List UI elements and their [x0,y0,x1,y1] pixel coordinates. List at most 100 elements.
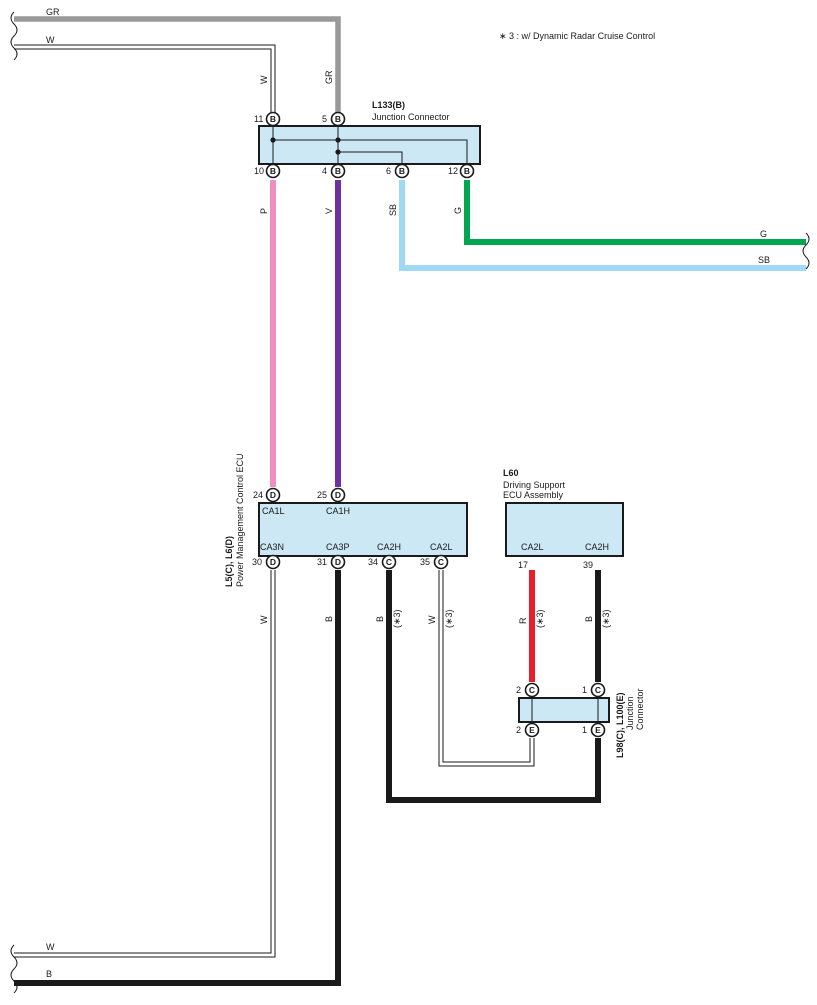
pin-num-l60-39: 39 [583,560,593,570]
note-ca2l: (∗3) [444,609,454,628]
pin-pm-24: D [265,487,281,503]
svg-text:D: D [335,557,341,567]
component-name-l60-line2: ECU Assembly [503,490,564,500]
wire-gr-top [14,16,341,113]
component-code-l98: L98(C), L100(E) [615,692,625,758]
wire-w-bottom [14,570,276,958]
pin-l98-c2: C [524,682,540,698]
svg-text:B: B [270,114,276,124]
component-name-l98-line1: Junction [625,696,635,730]
pin-l98-c1: C [590,682,606,698]
svg-text:B: B [335,166,341,176]
pin-l133-5: B [330,111,346,127]
component-name-l133: Junction Connector [372,112,450,122]
signal-ca3p: CA3P [326,542,350,552]
pin-pm-25: D [330,487,346,503]
pin-num-l98-c2: 2 [516,685,521,695]
power-management-ecu-box [258,502,468,557]
pin-num-l133-5: 5 [322,114,327,124]
pin-num-l133-12: 12 [448,166,458,176]
pin-num-pm-30: 30 [252,557,262,567]
signal-ca2h-pm: CA2H [377,542,401,552]
wire-label-w-top: W [46,35,55,45]
wire-label-g: G [453,207,463,214]
wire-b-ca2h [386,570,601,803]
svg-text:C: C [386,557,392,567]
svg-text:D: D [270,490,276,500]
break-mark-bottom-left [10,944,18,994]
break-mark-top-left [10,11,18,61]
pin-l100-e2: E [524,722,540,738]
wire-label-p: P [259,208,269,214]
pin-pm-31: D [330,554,346,570]
pin-num-pm-25: 25 [317,490,327,500]
pin-num-l133-6: 6 [386,166,391,176]
component-name-pm-ecu: Power Management Control ECU [235,453,245,587]
pin-l133-6: B [394,163,410,179]
wire-b-bottom [14,570,341,986]
break-mark-right [802,232,810,270]
junction-connector-l98 [518,697,610,723]
wire-label-b-ca3p: B [324,616,334,622]
signal-ca1h: CA1H [326,506,350,516]
pin-pm-34: C [381,554,397,570]
svg-text:D: D [270,557,276,567]
note-r: (∗3) [535,609,545,628]
wire-label-r: R [518,617,528,624]
pin-num-pm-35: 35 [420,557,430,567]
wire-label-w-ca3n: W [259,615,269,624]
pin-l133-10: B [265,163,281,179]
svg-text:B: B [270,166,276,176]
wire-label-w-vert: W [259,75,269,84]
component-code-l133: L133(B) [372,100,405,110]
pin-num-pm-34: 34 [368,557,378,567]
wire-label-b-bottom: B [46,969,52,979]
pin-num-l100-e1: 1 [582,725,587,735]
wire-sb [399,180,806,271]
pin-num-l98-c1: 1 [582,685,587,695]
component-code-pm-ecu: L5(C), L6(D) [224,536,234,587]
pin-num-l133-4: 4 [322,166,327,176]
wire-label-sb: SB [388,204,398,216]
pin-num-l133-11: 11 [254,114,263,124]
wire-label-w-bottom: W [46,942,55,952]
wire-w-top [14,44,276,113]
signal-ca1l: CA1L [262,506,285,516]
wire-label-g-right: G [760,229,767,239]
svg-text:E: E [529,725,535,735]
wire-label-gr-top: GR [46,7,60,17]
svg-text:B: B [335,114,341,124]
pin-pm-30: D [265,554,281,570]
svg-text:E: E [595,725,601,735]
wire-label-gr-vert: GR [324,70,334,84]
signal-ca2l-l60: CA2L [521,542,544,552]
component-code-l60: L60 [503,468,519,478]
component-name-l98-line2: Connector [635,688,645,730]
pin-pm-35: C [433,554,449,570]
pin-l133-12: B [459,163,475,179]
note-b-l60: (∗3) [601,609,611,628]
svg-text:C: C [529,685,535,695]
driving-support-ecu-box [505,502,624,557]
wire-label-b-ca2h: B [375,616,385,622]
svg-text:B: B [399,166,405,176]
svg-text:D: D [335,490,341,500]
pin-num-pm-24: 24 [253,490,263,500]
wire-label-b-l60: B [584,616,594,622]
pin-l133-11: B [265,111,281,127]
footnote: ∗ 3 : w/ Dynamic Radar Cruise Control [499,31,655,41]
wire-label-sb-right: SB [758,255,770,265]
wire-label-w-ca2l: W [427,615,437,624]
signal-ca2h-l60: CA2H [585,542,609,552]
note-ca2h: (∗3) [392,609,402,628]
pin-num-pm-31: 31 [317,557,327,567]
signal-ca3n: CA3N [260,542,284,552]
pin-num-l60-17: 17 [518,560,528,570]
svg-text:C: C [595,685,601,695]
signal-ca2l-pm: CA2L [430,542,453,552]
pin-num-l100-e2: 2 [516,725,521,735]
svg-text:C: C [438,557,444,567]
component-name-l60-line1: Driving Support [503,480,566,490]
wire-w-ca2l [438,570,535,767]
